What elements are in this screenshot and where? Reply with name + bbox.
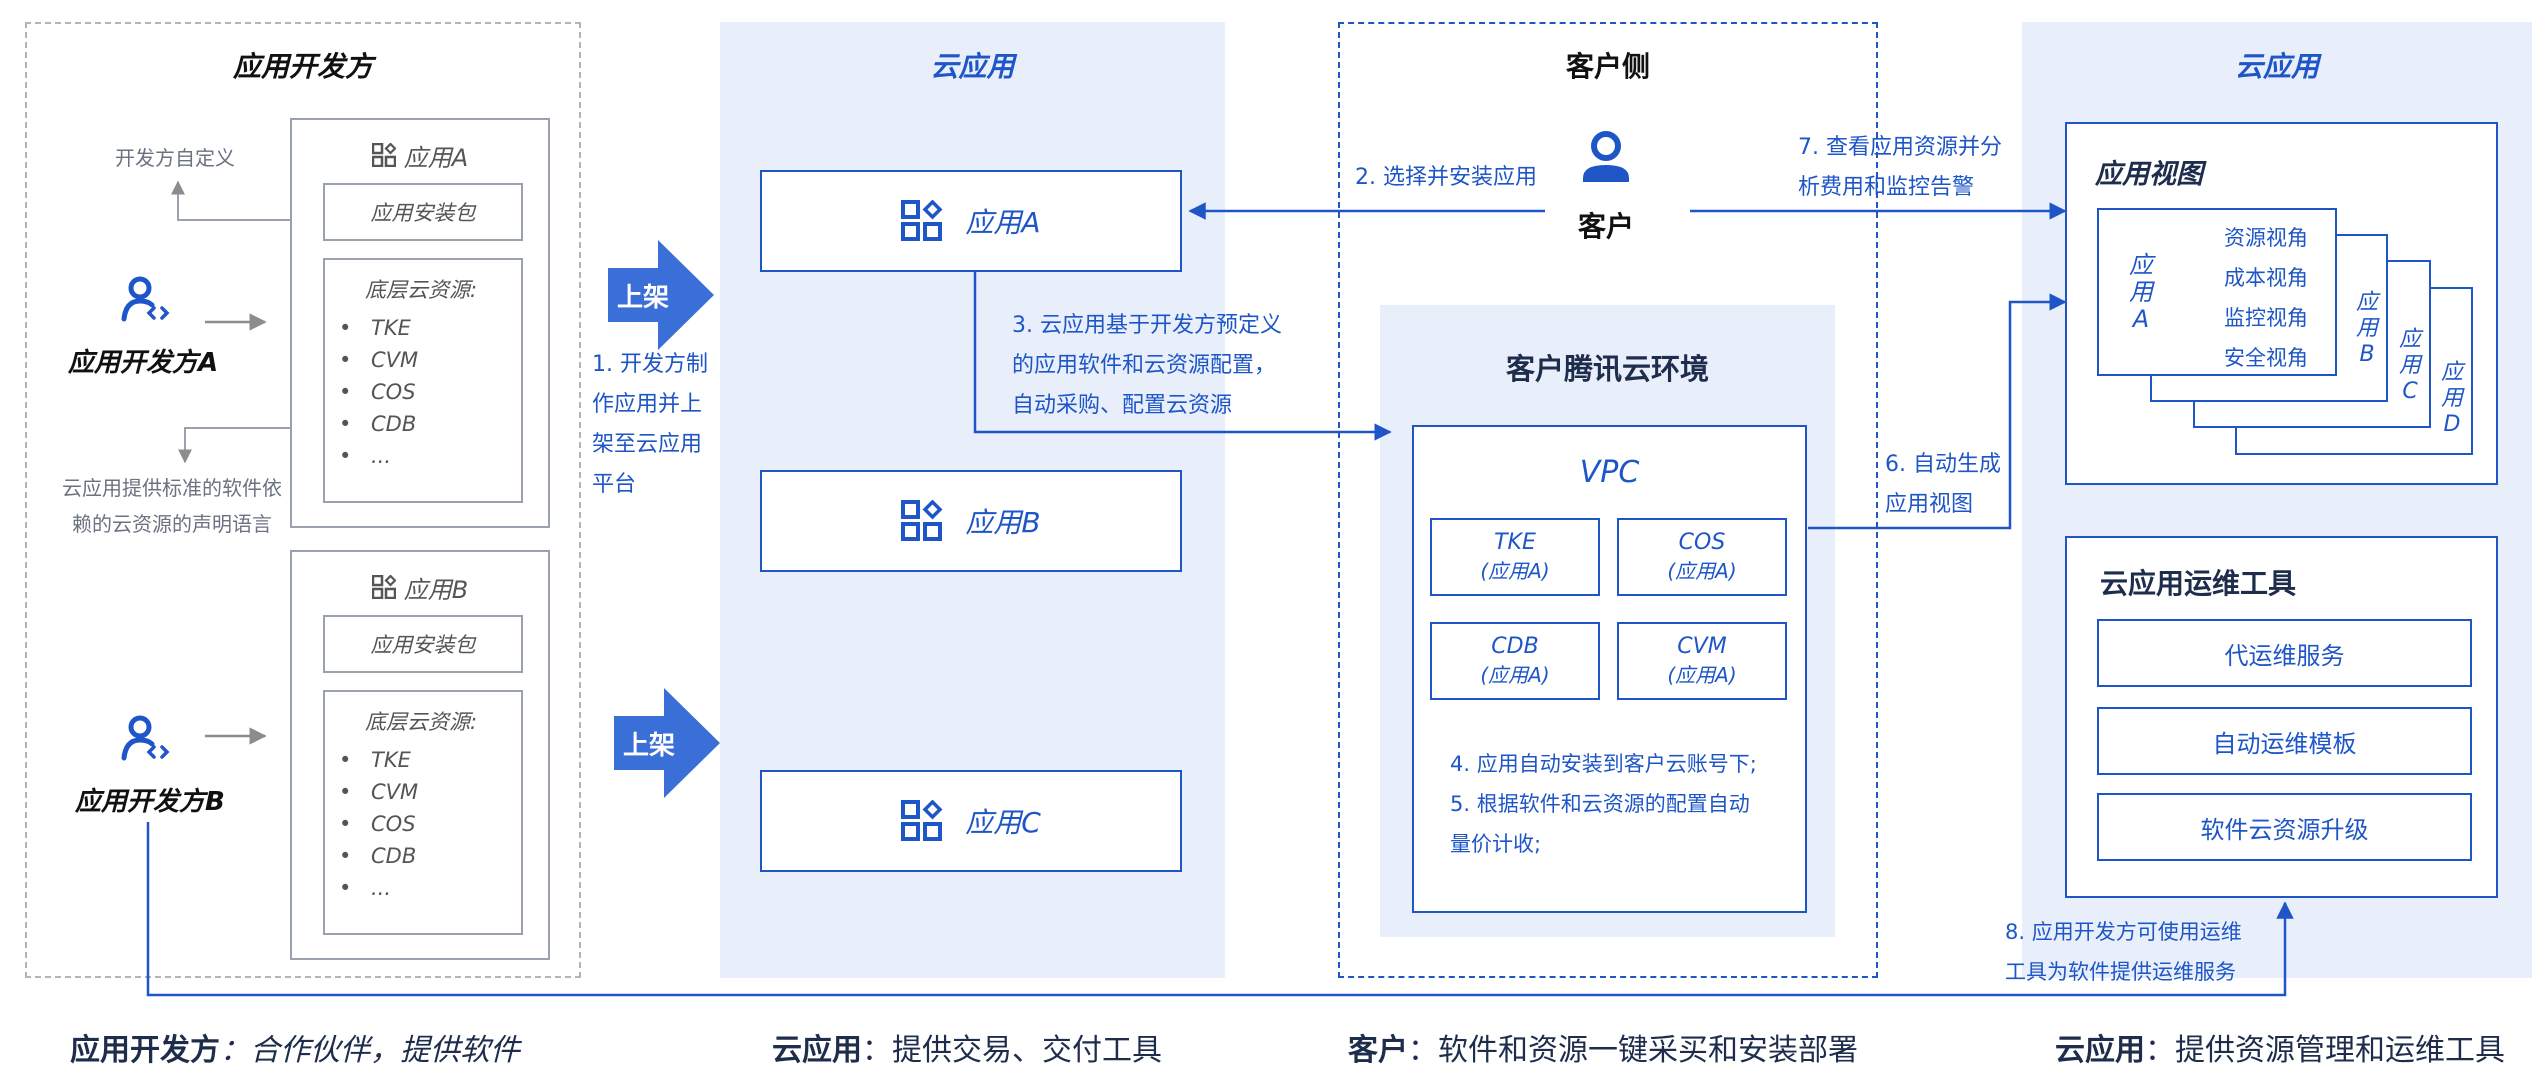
shelf-arrow-top: [608, 240, 714, 350]
app-grid-icon: [901, 799, 943, 842]
developer-app-a-resources: 底层云资源: TKE CVM COS CDB ...: [323, 258, 523, 503]
customer-label: 客户: [1577, 210, 1634, 243]
cloud-app-b[interactable]: 应用B: [760, 470, 1182, 572]
grid-icon: [371, 574, 397, 600]
footer-developer: 应用开发方：合作伙伴，提供软件: [70, 1033, 520, 1068]
developer-app-a-package: 应用安装包: [323, 183, 523, 241]
view-perspective-monitor: 监控视角: [2224, 306, 2308, 330]
developer-column: [25, 22, 581, 978]
grid-icon: [371, 142, 397, 168]
developer-b-icon: [118, 712, 170, 764]
step4-5-note: 4. 应用自动安装到客户云账号下; 5. 根据软件和云资源的配置自动 量价计收;: [1450, 752, 1757, 856]
view-perspective-security: 安全视角: [2224, 346, 2308, 370]
customer-column: [1338, 22, 1878, 978]
customer-icon: [1578, 128, 1634, 188]
view-perspective-cost: 成本视角: [2224, 266, 2308, 290]
vpc-label: VPC: [1579, 454, 1640, 490]
step3-note: 3. 云应用基于开发方预定义 的应用软件和云资源配置， 自动采购、配置云资源: [1012, 313, 1282, 418]
step1-note: 1. 开发方制 作应用并上 架至云应用 平台: [592, 352, 708, 497]
right-cloud-app-title: 云应用: [2234, 50, 2319, 83]
view-perspectives: 资源视角 成本视角 监控视角 安全视角: [2168, 218, 2308, 378]
footer-right-cloud-app: 云应用：提供资源管理和运维工具: [2055, 1033, 2505, 1068]
app-grid-icon: [901, 499, 943, 542]
resource-item: ...: [325, 872, 521, 904]
resource-item: CDB: [325, 408, 521, 440]
app-view-card-d-label: 应用D: [2440, 360, 2463, 437]
resource-item: COS: [325, 808, 521, 840]
step7-note: 7. 查看应用资源并分 析费用和监控告警: [1798, 135, 2002, 200]
developer-app-a-header: 应用A: [290, 135, 550, 175]
resource-item: TKE: [325, 744, 521, 776]
customer-title: 客户侧: [1565, 50, 1650, 83]
app-view-card-a-label: 应用A: [2129, 251, 2153, 333]
cloud-app-a[interactable]: 应用A: [760, 170, 1182, 272]
step3-arrow: [973, 272, 1392, 441]
developer-a-icon: [118, 273, 170, 325]
developer-app-b-header: 应用B: [290, 567, 550, 607]
view-perspective-resource: 资源视角: [2224, 226, 2308, 250]
custom-define-arrow: [171, 180, 323, 221]
footer-customer: 客户：软件和资源一键采买和安装部署: [1348, 1033, 1858, 1068]
ops-tools-title: 云应用运维工具: [2100, 567, 2297, 600]
resource-item: COS: [325, 376, 521, 408]
app-grid-icon: [901, 199, 943, 242]
app-view-title: 应用视图: [2095, 159, 2203, 190]
developer-b-label: 应用开发方B: [75, 787, 225, 817]
footer-cloud-app: 云应用：提供交易、交付工具: [772, 1033, 1162, 1068]
ops-tool-auto-template[interactable]: 自动运维模板: [2097, 707, 2472, 775]
step6-note: 6. 自动生成 应用视图: [1885, 452, 2001, 517]
step6-arrow: [1808, 293, 2067, 530]
shelf-label-bottom: 上架: [622, 730, 675, 761]
developer-app-b-resources: 底层云资源: TKE CVM COS CDB ...: [323, 690, 523, 935]
declaration-language-note: 云应用提供标准的软件依 赖的云资源的声明语言: [62, 476, 282, 536]
resource-item: CDB: [325, 840, 521, 872]
vpc-resource-cdb[interactable]: CDB (应用A): [1430, 622, 1600, 700]
app-view-card-c-label: 应用C: [2398, 327, 2421, 404]
step8-arrow: [146, 822, 2294, 997]
resource-item: CVM: [325, 776, 521, 808]
step8-note: 8. 应用开发方可使用运维 工具为软件提供运维服务: [2005, 920, 2242, 984]
vpc-resource-tke[interactable]: TKE (应用A): [1430, 518, 1600, 596]
cloud-app-c[interactable]: 应用C: [760, 770, 1182, 872]
app-view-card-b-label: 应用B: [2355, 290, 2378, 367]
cloud-app-title: 云应用: [930, 50, 1015, 83]
custom-define-note: 开发方自定义: [115, 146, 235, 170]
app-view-card-a[interactable]: [2097, 208, 2337, 376]
shelf-arrow-bottom: [614, 688, 720, 798]
developer-app-b-package: 应用安装包: [323, 615, 523, 673]
ops-tool-managed-service[interactable]: 代运维服务: [2097, 619, 2472, 687]
resource-item: TKE: [325, 312, 521, 344]
vpc-resource-cvm[interactable]: CVM (应用A): [1617, 622, 1787, 700]
step2-note: 2. 选择并安装应用: [1355, 165, 1537, 190]
developer-a-label: 应用开发方A: [68, 348, 219, 378]
developer-title: 应用开发方: [232, 50, 373, 83]
ops-tool-upgrade[interactable]: 软件云资源升级: [2097, 793, 2472, 861]
lang-arrow: [178, 427, 323, 464]
resource-item: ...: [325, 440, 521, 472]
resource-item: CVM: [325, 344, 521, 376]
customer-env-title: 客户腾讯云环境: [1505, 352, 1709, 386]
vpc-resource-cos[interactable]: COS (应用A): [1617, 518, 1787, 596]
shelf-label-top: 上架: [616, 282, 669, 313]
